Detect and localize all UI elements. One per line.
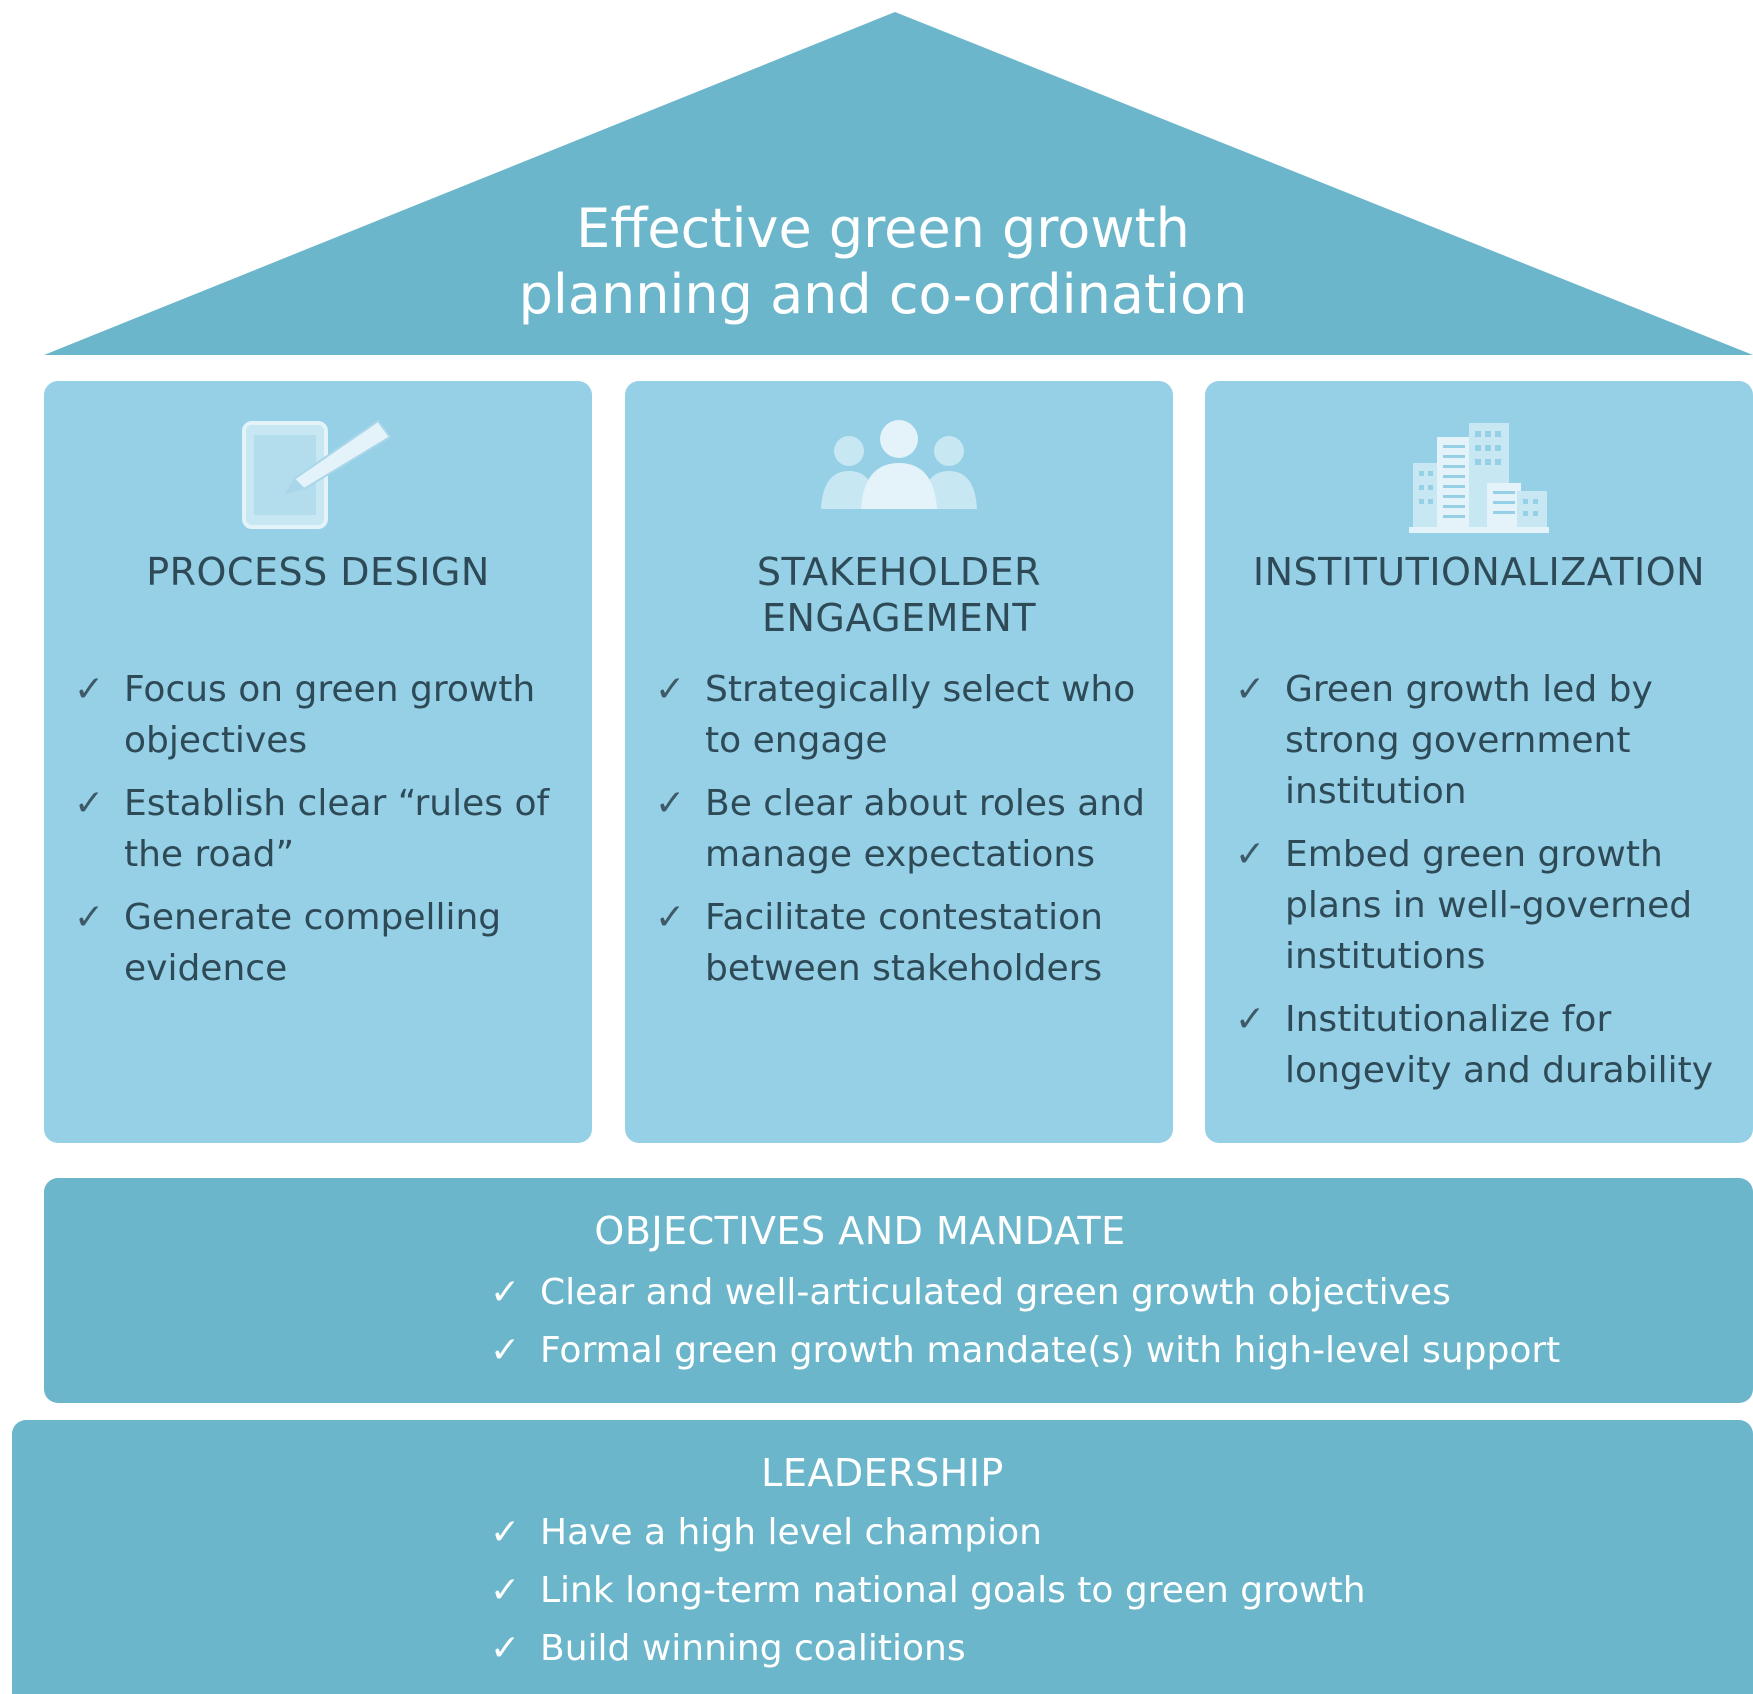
pillar-heading: PROCESS DESIGN <box>44 549 592 595</box>
tablet-pencil-icon <box>242 419 392 529</box>
list-item-text: Link long-term national goals to green g… <box>540 1570 1366 1611</box>
band-checklist: ✓ Clear and well-articulated green growth… <box>490 1264 1560 1380</box>
list-item: ✓ Clear and well-articulated green growth… <box>490 1264 1560 1322</box>
checkmark-icon: ✓ <box>490 1628 521 1669</box>
band-heading: LEADERSHIP <box>761 1451 1004 1495</box>
checkmark-icon: ✓ <box>74 669 105 710</box>
pillar-heading-line: ENGAGEMENT <box>761 596 1037 640</box>
people-group-icon <box>821 420 977 509</box>
list-item-text: Formal green growth mandate(s) with high… <box>540 1330 1561 1371</box>
checkmark-icon: ✓ <box>655 783 686 824</box>
list-item: ✓ Institutionalize for longevity and dura… <box>1235 994 1725 1096</box>
list-item-text: Have a high level champion <box>540 1512 1042 1553</box>
list-item-text: Clear and well-articulated green growth … <box>540 1272 1451 1313</box>
pillar-checklist: ✓ Focus on green growth objectives ✓ Estab… <box>74 664 574 1006</box>
pillar-process-design: PROCESS DESIGN ✓ Focus on green growth ob… <box>44 381 592 1143</box>
checkmark-icon: ✓ <box>655 897 686 938</box>
pillar-stakeholder-engagement: STAKEHOLDER ENGAGEMENT ✓ Strategically se… <box>625 381 1173 1143</box>
objectives-mandate-band: OBJECTIVES AND MANDATE ✓ Clear and well-a… <box>44 1178 1753 1403</box>
checkmark-icon: ✓ <box>490 1512 521 1553</box>
list-item: ✓ Embed green growth plans in well-govern… <box>1235 829 1725 982</box>
band-heading: OBJECTIVES AND MANDATE <box>594 1209 1126 1253</box>
roof-triangle <box>44 12 1753 355</box>
checkmark-icon: ✓ <box>1235 669 1266 710</box>
pillar-checklist: ✓ Strategically select who to engage ✓ Be … <box>655 664 1155 1006</box>
checkmark-icon: ✓ <box>490 1570 521 1611</box>
city-buildings-icon <box>1409 423 1549 533</box>
pillar-heading-line: PROCESS DESIGN <box>146 550 490 594</box>
list-item: ✓ Link long-term national goals to green … <box>490 1562 1366 1620</box>
pillar-heading-line: INSTITUTIONALIZATION <box>1252 550 1706 594</box>
list-item-text: Generate compelling evidence <box>124 897 502 989</box>
checkmark-icon: ✓ <box>1235 999 1266 1040</box>
pillar-heading: INSTITUTIONALIZATION <box>1205 549 1753 595</box>
checkmark-icon: ✓ <box>655 669 686 710</box>
pillar-heading-line: STAKEHOLDER <box>756 550 1042 594</box>
pillar-institutionalization: INSTITUTIONALIZATION ✓ Green growth led b… <box>1205 381 1753 1143</box>
list-item: ✓ Strategically select who to engage <box>655 664 1155 766</box>
list-item-text: Embed green growth plans in well-governe… <box>1285 834 1693 977</box>
roof-title-line-1: Effective green growth <box>576 197 1190 260</box>
list-item-text: Focus on green growth objectives <box>124 669 536 761</box>
list-item: ✓ Focus on green growth objectives <box>74 664 574 766</box>
list-item-text: Build winning coalitions <box>540 1628 966 1669</box>
checkmark-icon: ✓ <box>74 897 105 938</box>
list-item-text: Green growth led by strong government in… <box>1285 669 1653 812</box>
checkmark-icon: ✓ <box>490 1330 521 1371</box>
list-item: ✓ Formal green growth mandate(s) with hig… <box>490 1322 1560 1380</box>
list-item: ✓ Generate compelling evidence <box>74 892 574 994</box>
list-item: ✓ Facilitate contestation between stakeho… <box>655 892 1155 994</box>
pillar-checklist: ✓ Green growth led by strong government i… <box>1235 664 1725 1108</box>
roof-title-line-2: planning and co-ordination <box>518 263 1248 326</box>
checkmark-icon: ✓ <box>74 783 105 824</box>
list-item: ✓ Be clear about roles and manage expecta… <box>655 778 1155 880</box>
list-item: ✓ Build winning coalitions <box>490 1620 1366 1678</box>
list-item: ✓ Green growth led by strong government i… <box>1235 664 1725 817</box>
list-item-text: Facilitate contestation between stakehol… <box>705 897 1103 989</box>
list-item: ✓ Have a high level champion <box>490 1504 1366 1562</box>
list-item-text: Establish clear “rules of the road” <box>124 783 550 875</box>
pillar-heading: STAKEHOLDER ENGAGEMENT <box>625 549 1173 641</box>
list-item-text: Be clear about roles and manage expectat… <box>705 783 1145 875</box>
leadership-band: LEADERSHIP ✓ Have a high level champion ✓… <box>12 1420 1753 1694</box>
roof-title: Effective green growth planning and co-o… <box>400 196 1366 328</box>
checkmark-icon: ✓ <box>490 1272 521 1313</box>
list-item: ✓ Establish clear “rules of the road” <box>74 778 574 880</box>
band-checklist: ✓ Have a high level champion ✓ Link long-t… <box>490 1504 1366 1678</box>
checkmark-icon: ✓ <box>1235 834 1266 875</box>
list-item-text: Institutionalize for longevity and durab… <box>1285 999 1713 1091</box>
list-item-text: Strategically select who to engage <box>705 669 1136 761</box>
